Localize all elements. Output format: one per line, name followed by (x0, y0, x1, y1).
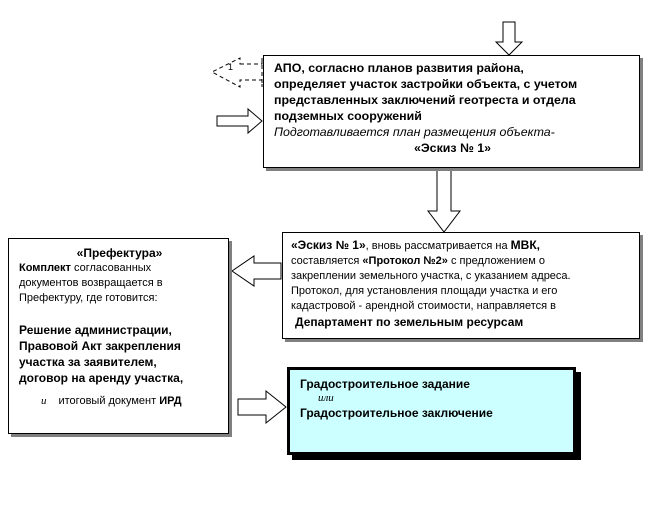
arrow-left-mvk-to-prefecture (231, 255, 282, 287)
prefecture-ird: ИРД (159, 395, 182, 407)
prefecture-and: и (41, 395, 47, 407)
apo-line-5: Подготавливается план размещения объекта… (274, 125, 555, 139)
prefecture-line-7: договор на аренду участка, (19, 371, 184, 385)
prefecture-line-1: Комплект согласованных (19, 261, 220, 276)
apo-line-2: определяет участок застройки объекта, с … (274, 77, 578, 91)
gradostroit-or: или (318, 392, 334, 404)
mvk-protocol-ref: «Протокол №2» (362, 255, 448, 267)
spacer (19, 386, 220, 394)
dashed-arrow-label: 1 (228, 62, 233, 72)
gradostroit-box: Градостроительное задание или Градострои… (287, 367, 576, 455)
spacer (19, 306, 220, 322)
apo-box: АПО, согласно планов развития района, оп… (263, 55, 640, 168)
apo-line-6: «Эскиз № 1» (413, 141, 492, 155)
arrow-down-top (494, 21, 524, 56)
prefecture-line-8: и итоговый документ ИРД (19, 394, 220, 409)
mvk-eskiz-ref: «Эскиз № 1» (291, 238, 366, 252)
prefecture-line-2: документов возвращается в (19, 277, 163, 289)
prefecture-line-5: Правовой Акт закрепления (19, 339, 181, 353)
mvk-box: «Эскиз № 1», вновь рассматривается на МВ… (282, 232, 640, 339)
mvk-line-6: Департамент по земельным ресурсам (295, 315, 524, 329)
prefecture-line-1-b: согласованных (70, 262, 152, 274)
mvk-abbrev: МВК, (510, 238, 540, 252)
prefecture-final-doc: итоговый документ (58, 395, 160, 407)
mvk-line-1-mid: , вновь рассматривается на (365, 240, 511, 252)
apo-line-1: АПО, согласно планов развития района, (274, 61, 524, 75)
prefecture-title: «Префектура» (76, 246, 163, 260)
apo-line-3: представленных заключений геотреста и от… (274, 93, 576, 107)
mvk-line-3: закреплении земельного участка, с указан… (291, 270, 571, 282)
dashed-arrow-left: 1 (210, 57, 263, 88)
mvk-line-5: кадастровой - арендной стоимости, направ… (291, 300, 557, 312)
prefecture-komplekt: Комплект (19, 262, 71, 274)
arrow-right-prefecture-to-result (237, 389, 287, 425)
prefecture-line-3: Префектуру, где готовится: (19, 292, 158, 304)
apo-line-4: подземных сооружений (274, 109, 422, 123)
gradostroit-line-3: Градостроительное заключение (300, 406, 493, 420)
arrow-down-apo-to-mvk (426, 169, 462, 233)
arrow-right-into-apo (216, 107, 263, 135)
prefecture-box: «Префектура» Комплект согласованных доку… (8, 238, 229, 434)
mvk-line-2-c: с предложением о (447, 255, 545, 267)
mvk-line-2-a: составляется (291, 255, 363, 267)
gradostroit-line-1: Градостроительное задание (300, 377, 470, 391)
prefecture-line-6: участка за заявителем, (19, 355, 157, 369)
prefecture-line-4: Решение администрации, (19, 323, 172, 337)
mvk-line-1: «Эскиз № 1», вновь рассматривается на МВ… (291, 237, 633, 254)
mvk-line-4: Протокол, для установления площади участ… (291, 285, 558, 297)
mvk-line-2: составляется «Протокол №2» с предложение… (291, 254, 633, 269)
